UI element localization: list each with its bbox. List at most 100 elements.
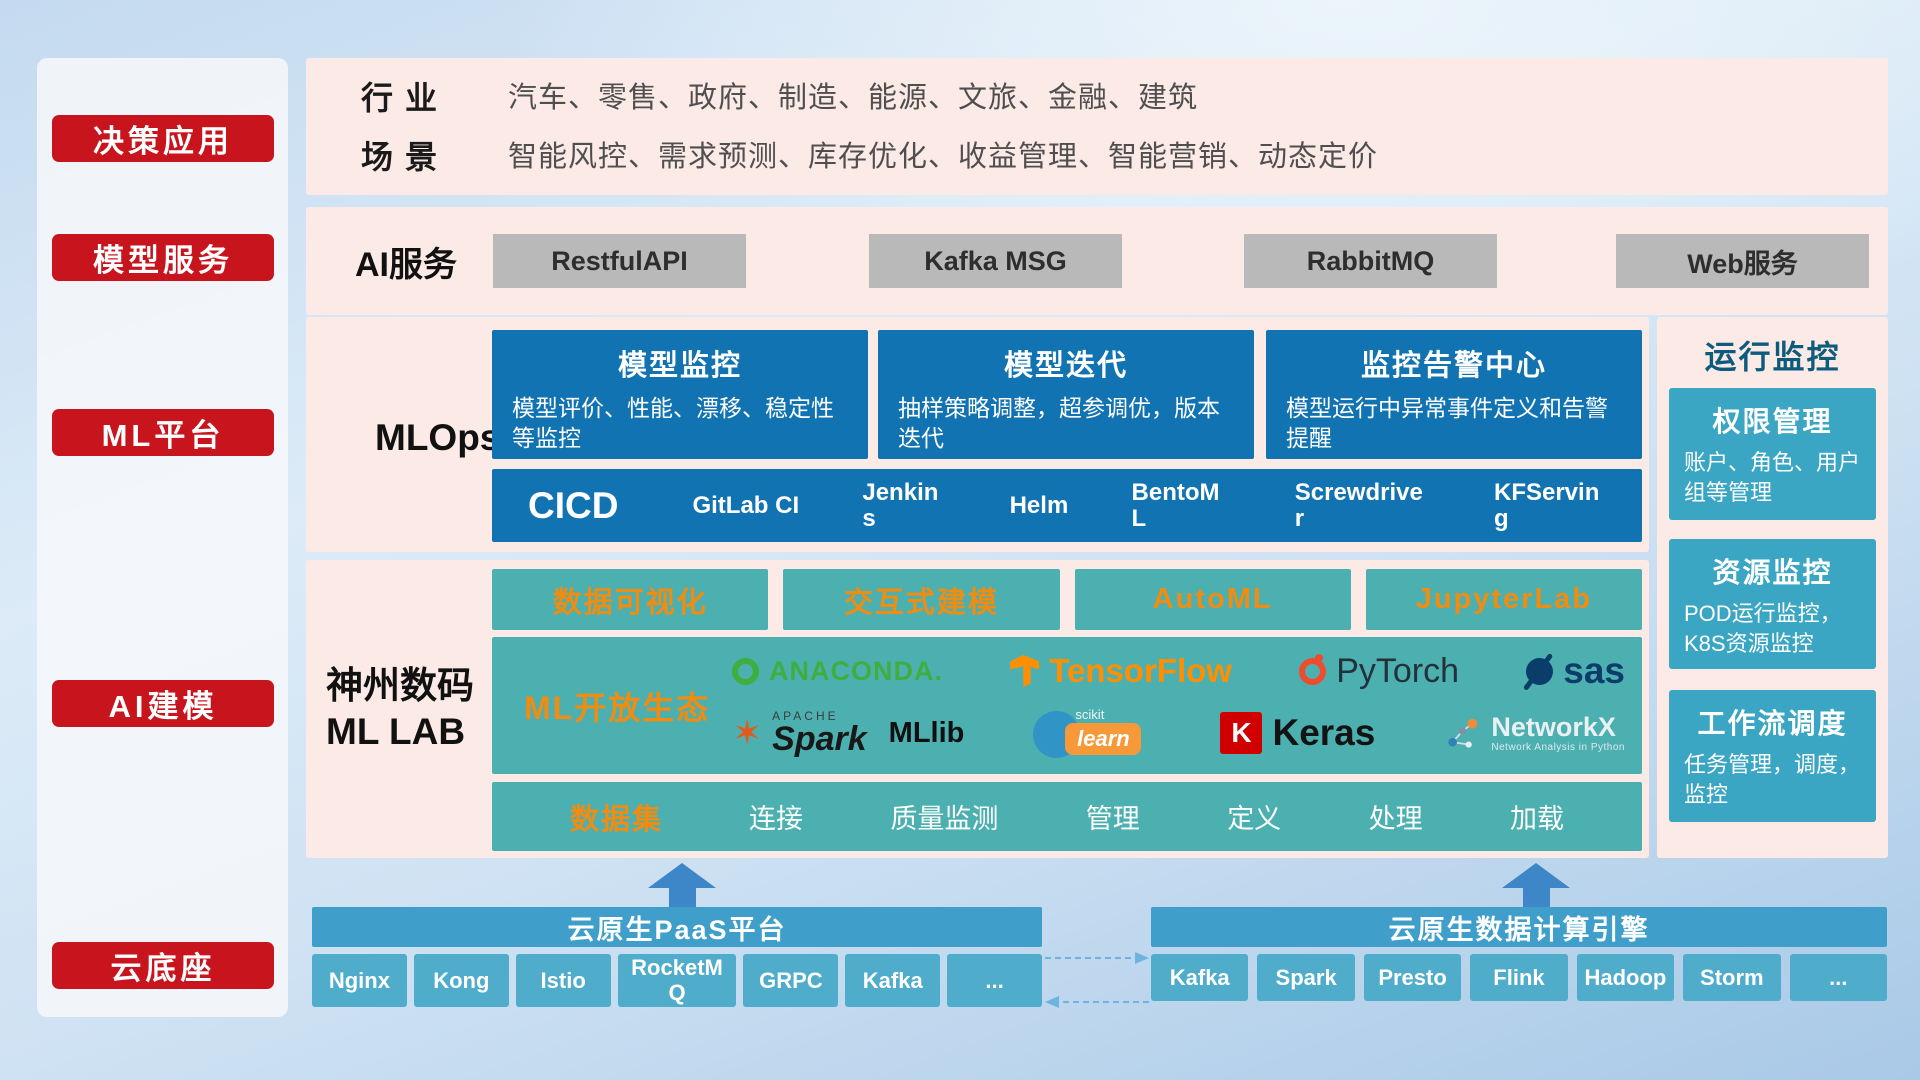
lab-tools-row: 数据可视化 交互式建模 AutoML JupyterLab	[492, 569, 1642, 630]
node-manage: 管理	[1085, 804, 1140, 834]
node-process: 处理	[1368, 804, 1423, 834]
ml-lab-label: 神州数码 ML LAB	[326, 663, 493, 756]
arrow-head	[1502, 863, 1570, 888]
node-data-visualization: 数据可视化	[492, 569, 769, 630]
engine-components-row: Kafka Spark Presto Flink Hadoop Storm ..…	[1151, 954, 1887, 1001]
networkx-logo: NetworkX Network Analysis in Python	[1444, 712, 1625, 754]
node-kafka-msg: Kafka MSG	[869, 234, 1122, 288]
scenario-text: 智能风控、需求预测、库存优化、收益管理、智能营销、动态定价	[508, 141, 1379, 173]
dataset-items: 连接 质量监测 管理 定义 处理 加载	[749, 797, 1564, 836]
card-model-iteration: 模型迭代 抽样策略调整，超参调优，版本迭代	[878, 330, 1254, 459]
node-flink: Flink	[1470, 954, 1568, 1001]
operation-monitoring-title: 运行监控	[1704, 339, 1841, 375]
pytorch-icon	[1299, 653, 1327, 685]
node-kfserving: KFServing	[1493, 479, 1600, 532]
node-rocketmq: RocketMQ	[617, 954, 737, 1007]
node-jupyterlab: JupyterLab	[1365, 569, 1642, 630]
card-title: 模型监控	[617, 350, 742, 382]
eco-logo-rows: ANACONDA. TensorFlow PyTorch sas	[732, 637, 1625, 774]
card-title: 工作流调度	[1697, 708, 1848, 739]
card-resource-monitoring: 资源监控 POD运行监控，K8S资源监控	[1669, 539, 1876, 669]
cicd-label: CICD	[528, 484, 619, 526]
sidebar-item-ml-platform: ML平台	[52, 409, 274, 456]
card-alert-center: 监控告警中心 模型运行中异常事件定义和告警提醒	[1266, 330, 1642, 459]
keras-icon: K	[1220, 712, 1263, 754]
industry-text: 汽车、零售、政府、制造、能源、文旅、金融、建筑	[508, 82, 1199, 114]
paas-platform-bar: 云原生PaaS平台	[312, 907, 1042, 947]
card-desc: 模型评价、性能、漂移、稳定性等监控	[512, 395, 834, 451]
ml-lab-label-line2: ML LAB	[326, 711, 466, 753]
node-grpc: GRPC	[743, 954, 839, 1007]
scikit-learn-pill: learn	[1065, 723, 1142, 755]
networkx-wordmark: NetworkX Network Analysis in Python	[1491, 712, 1625, 754]
anaconda-logo: ANACONDA.	[732, 656, 943, 687]
paas-components-row: Nginx Kong Istio RocketMQ GRPC Kafka ...	[312, 954, 1043, 1007]
pytorch-label: PyTorch	[1336, 651, 1460, 690]
tensorflow-icon	[1010, 655, 1040, 687]
card-model-monitoring: 模型监控 模型评价、性能、漂移、稳定性等监控	[492, 330, 868, 459]
node-automl: AutoML	[1074, 569, 1351, 630]
node-storm: Storm	[1683, 954, 1781, 1001]
tensorflow-label: TensorFlow	[1049, 652, 1232, 689]
spark-mllib-logo: ✶ APACHE Spark MLlib	[732, 710, 964, 756]
anaconda-label: ANACONDA.	[769, 655, 943, 686]
ml-lab-label-line1: 神州数码	[326, 665, 474, 706]
tensorflow-logo: TensorFlow	[1010, 652, 1232, 690]
mlops-label: MLOps	[375, 417, 501, 458]
scikit-learn-logo: scikit learn	[1033, 705, 1151, 761]
keras-logo: K Keras	[1220, 712, 1375, 754]
spark-apache-label: APACHE	[772, 709, 839, 723]
node-hadoop: Hadoop	[1576, 954, 1675, 1001]
node-screwdriver: Screwdriver	[1294, 479, 1423, 532]
paas-up-arrow	[648, 863, 716, 908]
arrow-stem	[668, 888, 696, 908]
card-workflow-scheduling: 工作流调度 任务管理，调度，监控	[1669, 690, 1876, 822]
sidebar-item-cloud-base: 云底座	[52, 942, 274, 989]
node-presto: Presto	[1363, 954, 1462, 1001]
node-helm: Helm	[1009, 491, 1069, 519]
networkx-subtitle: Network Analysis in Python	[1491, 742, 1625, 754]
sas-icon	[1522, 653, 1557, 689]
sas-logo: sas	[1522, 650, 1625, 692]
data-engine-bar: 云原生数据计算引擎	[1151, 907, 1887, 947]
dataset-bar: 数据集 连接 质量监测 管理 定义 处理 加载	[492, 782, 1642, 851]
exchange-arrows	[1045, 952, 1149, 1008]
spark-label: Spark	[772, 720, 867, 758]
node-restfulapi: RestfulAPI	[493, 234, 746, 288]
card-title: 模型迭代	[1003, 350, 1128, 382]
scenario-label: 场景	[361, 139, 450, 175]
dataset-label: 数据集	[570, 803, 664, 836]
sas-label: sas	[1563, 650, 1625, 691]
node-interactive-modeling: 交互式建模	[783, 569, 1060, 630]
node-gitlab-ci: GitLab CI	[692, 491, 800, 519]
node-nginx: Nginx	[312, 954, 407, 1007]
cicd-items: GitLab CI Jenkins Helm BentoML Screwdriv…	[692, 479, 1606, 532]
node-istio: Istio	[515, 954, 611, 1007]
ml-lab-panel: 神州数码 ML LAB 数据可视化 交互式建模 AutoML JupyterLa…	[306, 560, 1649, 858]
engine-up-arrow	[1502, 863, 1570, 908]
anaconda-icon	[732, 657, 759, 685]
node-spark: Spark	[1257, 954, 1355, 1001]
sidebar-item-model-services: 模型服务	[52, 234, 274, 281]
card-title: 监控告警中心	[1360, 350, 1547, 382]
sidebar-item-decision-apps: 决策应用	[52, 115, 274, 162]
node-rabbitmq: RabbitMQ	[1244, 234, 1497, 288]
sidebar-item-ai-modeling: AI建模	[52, 680, 274, 727]
ai-service-label: AI服务	[355, 245, 457, 284]
cicd-bar: CICD GitLab CI Jenkins Helm BentoML Scre…	[492, 469, 1642, 542]
arrow-stem	[1522, 888, 1550, 908]
node-web-service: Web服务	[1616, 234, 1869, 288]
industry-scenario-panel: 行业 汽车、零售、政府、制造、能源、文旅、金融、建筑 场景 智能风控、需求预测、…	[306, 58, 1888, 195]
left-rail: 决策应用 模型服务 ML平台 AI建模 云底座	[37, 58, 288, 1017]
spark-star-icon: ✶	[732, 712, 763, 753]
node-more-engine: ...	[1789, 954, 1887, 1001]
card-desc: 模型运行中异常事件定义和告警提醒	[1286, 395, 1608, 451]
keras-label: Keras	[1272, 712, 1376, 753]
card-permission-management: 权限管理 账户、角色、用户组等管理	[1669, 388, 1876, 520]
node-jenkins: Jenkins	[862, 479, 939, 532]
node-bentoml: BentoML	[1131, 479, 1220, 532]
card-title: 权限管理	[1712, 406, 1833, 437]
node-more: ...	[947, 954, 1043, 1007]
node-kafka: Kafka	[845, 954, 941, 1007]
